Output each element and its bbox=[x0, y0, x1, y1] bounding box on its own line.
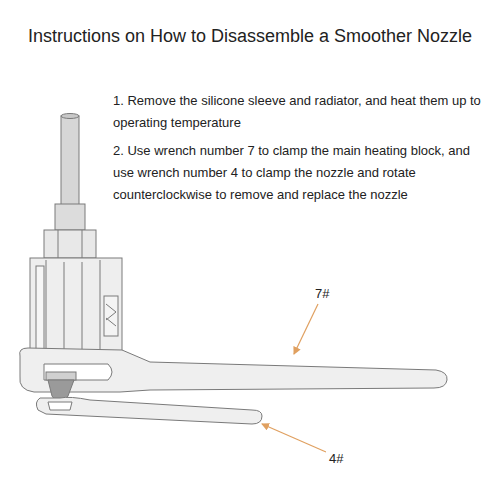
wrench-7 bbox=[20, 348, 447, 392]
heating-block bbox=[30, 258, 122, 362]
tube-end bbox=[61, 114, 79, 119]
wrench-4 bbox=[36, 397, 262, 424]
wrench-4-jaw bbox=[48, 402, 72, 410]
leader-line bbox=[262, 424, 326, 452]
callout-number: 7# bbox=[312, 285, 332, 302]
instruction-step: 1. Remove the silicone sleeve and radiat… bbox=[113, 90, 491, 134]
hex-nut bbox=[44, 230, 96, 258]
page-title: Instructions on How to Disassemble a Smo… bbox=[10, 26, 490, 47]
instruction-step: 2. Use wrench number 7 to clamp the main… bbox=[113, 140, 491, 206]
wrench-7-jaw bbox=[44, 364, 112, 380]
nozzle-hex bbox=[46, 372, 76, 380]
leader-line bbox=[294, 304, 318, 354]
block-clip bbox=[104, 296, 118, 336]
tube-collar bbox=[55, 204, 85, 230]
callout-number: 4# bbox=[326, 450, 346, 467]
throat-tube bbox=[61, 116, 79, 206]
